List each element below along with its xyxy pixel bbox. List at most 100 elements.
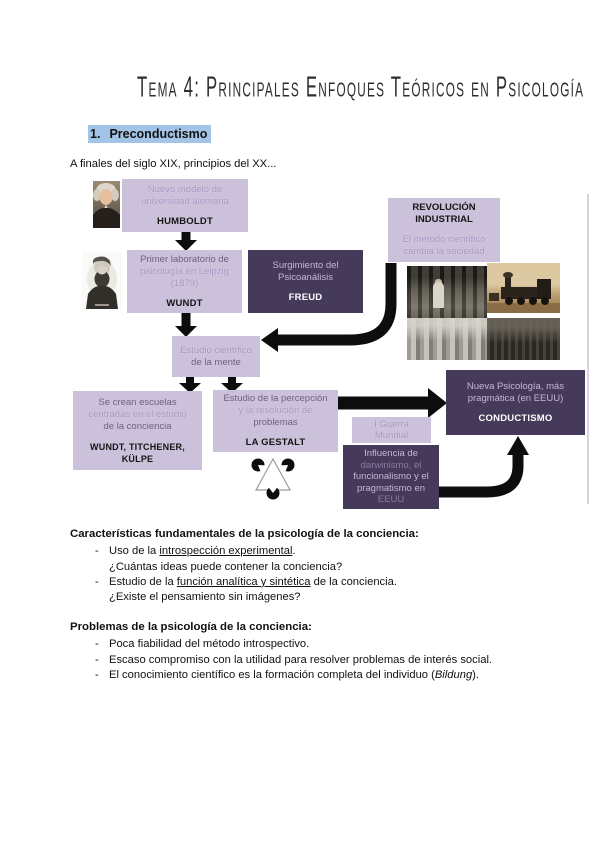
box-humboldt-name: HUMBOLDT xyxy=(157,215,213,227)
bullet-text: Escaso compromiso con la utilidad para r… xyxy=(109,653,552,668)
list-item: - Uso de la introspección experimental. xyxy=(70,544,552,559)
box-gestalt-line2: y la resolución de xyxy=(238,405,313,416)
box-wundt-line1: Primer laboratorio de xyxy=(140,253,229,265)
box-escuelas-conciencia: Se crean escuelas centradas en el estudi… xyxy=(73,391,202,470)
box-influencia-line1: Influencia de xyxy=(364,448,418,460)
list-item: - Estudio de la función analítica y sint… xyxy=(70,575,552,590)
bullet-text: El conocimiento científico es la formaci… xyxy=(109,668,552,683)
text-segment: Escaso compromiso con la utilidad para r… xyxy=(109,653,493,666)
underlined-segment: función analítica y sintética xyxy=(176,575,311,588)
text-segment: Uso de la xyxy=(109,545,160,558)
box-escuelas-line1: Se crean escuelas xyxy=(98,396,177,408)
box-escuelas-line3: de la conciencia xyxy=(103,420,172,432)
box-conductismo-name: CONDUCTISMO xyxy=(478,412,553,424)
box-gestalt-line3: problemas xyxy=(253,417,298,428)
industrial-photos-collage xyxy=(407,263,560,360)
problemas-section: Problemas de la psicología de la concien… xyxy=(70,620,552,683)
text-segment: ¿Cuántas ideas puede contener la concien… xyxy=(109,560,343,573)
bullet-text: Poca fiabilidad del método introspectivo… xyxy=(109,637,552,652)
list-item: - Escaso compromiso con la utilidad para… xyxy=(70,653,552,668)
bullet-dash: - xyxy=(95,653,99,666)
box-estudio-mente: Estudio científico de la mente xyxy=(172,336,260,377)
box-conductismo: Nueva Psicología, más pragmática (en EEU… xyxy=(446,370,585,435)
box-influencia-line5: EEUU xyxy=(377,494,405,506)
factory-worker-photo xyxy=(407,266,487,318)
page-title-text: Tema 4: Principales Enfoques Teóricos en… xyxy=(137,71,585,103)
bullet-dash: - xyxy=(95,638,99,651)
box-wundt: Primer laboratorio de psicología en Leip… xyxy=(127,250,242,313)
box-gestalt-name: LA GESTALT xyxy=(245,437,306,448)
box-mente-line1: Estudio científico xyxy=(180,344,252,356)
box-humboldt-line1: Nuevo modelo de xyxy=(147,183,223,195)
wundt-portrait xyxy=(82,252,122,309)
box-freud: Surgimiento del Psicoanálisis FREUD xyxy=(248,250,363,313)
box-humboldt: Nuevo modelo de universidad alemana HUMB… xyxy=(122,179,248,232)
box-escuelas-name: WUNDT, TITCHENER, KÜLPE xyxy=(90,441,185,464)
box-escuelas-line2: centradas en el estudio xyxy=(88,408,187,420)
list-item: - Poca fiabilidad del método introspecti… xyxy=(70,637,552,652)
intro-paragraph: A finales del siglo XIX, principios del … xyxy=(70,158,277,170)
locomotive-photo xyxy=(487,263,560,313)
italic-segment: Bildung xyxy=(434,668,473,681)
arrow-influencia-to-conductismo xyxy=(438,454,524,498)
box-guerra-mundial: I Guerra Mundial xyxy=(352,417,431,443)
box-influencia: Influencia de darwinismo, el funcionalis… xyxy=(343,445,439,509)
bullet-text: Uso de la introspección experimental. xyxy=(109,544,552,559)
box-wundt-line3: (1879) xyxy=(170,277,199,289)
list-item: - El conocimiento científico es la forma… xyxy=(70,668,552,683)
caracteristicas-heading: Características fundamentales de la psic… xyxy=(70,528,419,540)
underlined-segment: introspección experimental xyxy=(159,545,293,558)
box-influencia-line3: funcionalismo y el xyxy=(353,471,429,483)
bullet-text: ¿Cuántas ideas puede contener la concien… xyxy=(109,560,552,575)
box-gestalt: Estudio de la percepción y la resolución… xyxy=(213,390,338,452)
bullet-dash xyxy=(95,590,109,605)
box-freud-name: FREUD xyxy=(288,291,323,303)
page-title: Tema 4: Principales Enfoques Teóricos en… xyxy=(0,71,600,103)
text-segment: ). xyxy=(472,668,480,681)
box-influencia-line2: darwinismo, el xyxy=(360,459,422,471)
box-revolucion-line1: El método científico xyxy=(402,234,486,245)
box-guerra-line2: Mundial xyxy=(374,430,409,441)
text-segment: Estudio de la xyxy=(109,575,177,588)
text-segment: El conocimiento científico es la formaci… xyxy=(109,668,435,681)
box-conductismo-line2: pragmática (en EEUU) xyxy=(467,392,564,404)
list-item: ¿Existe el pensamiento sin imágenes? xyxy=(70,590,552,605)
text-segment: Poca fiabilidad del método introspectivo… xyxy=(109,638,310,651)
flowchart-diagram: Nuevo modelo de universidad alemana HUMB… xyxy=(0,178,600,520)
box-mente-line2: de la mente xyxy=(191,356,241,368)
section-heading: 1. Preconductismo xyxy=(88,125,212,143)
section-label: Preconductismo xyxy=(109,127,208,141)
list-item: ¿Cuántas ideas puede contener la concien… xyxy=(70,560,552,575)
kanizsa-triangle-icon xyxy=(251,457,295,500)
humboldt-portrait xyxy=(93,181,120,228)
box-freud-line2: Psicoanálisis xyxy=(278,271,333,283)
problemas-heading: Problemas de la psicología de la concien… xyxy=(70,621,312,633)
box-freud-line1: Surgimiento del xyxy=(272,259,339,271)
box-guerra-line1: I Guerra xyxy=(374,419,409,430)
text-segment: de la conciencia. xyxy=(310,575,397,588)
section-heading-highlight: 1. Preconductismo xyxy=(88,125,212,143)
bullet-text: Estudio de la función analítica y sintét… xyxy=(109,575,552,590)
section-number: 1. xyxy=(90,127,101,141)
workers-crowd-photo xyxy=(487,318,560,360)
bullet-dash: - xyxy=(95,575,99,588)
box-revolucion-line2: cambia la sociedad xyxy=(403,246,485,257)
box-humboldt-line2: universidad alemana xyxy=(141,195,229,207)
locomotive-illustration xyxy=(487,272,560,313)
box-conductismo-line1: Nueva Psicología, más xyxy=(466,380,565,392)
text-segment: . xyxy=(292,545,296,558)
box-revolucion-title2: INDUSTRIAL xyxy=(415,214,473,225)
text-segment: ¿Existe el pensamiento sin imágenes? xyxy=(109,591,301,604)
box-gestalt-line1: Estudio de la percepción xyxy=(223,393,328,404)
box-revolucion-industrial: REVOLUCIÓN INDUSTRIAL El método científi… xyxy=(388,198,500,262)
bullet-dash: - xyxy=(95,545,99,558)
box-wundt-name: WUNDT xyxy=(166,297,203,309)
box-revolucion-title1: REVOLUCIÓN xyxy=(412,202,476,213)
bullet-text: ¿Existe el pensamiento sin imágenes? xyxy=(109,590,552,605)
bullet-dash: - xyxy=(95,668,99,681)
bullet-dash xyxy=(95,560,109,575)
box-influencia-line4: pragmatismo en xyxy=(356,482,426,494)
machinery-photo xyxy=(407,318,487,360)
caracteristicas-section: Características fundamentales de la psic… xyxy=(70,527,552,605)
